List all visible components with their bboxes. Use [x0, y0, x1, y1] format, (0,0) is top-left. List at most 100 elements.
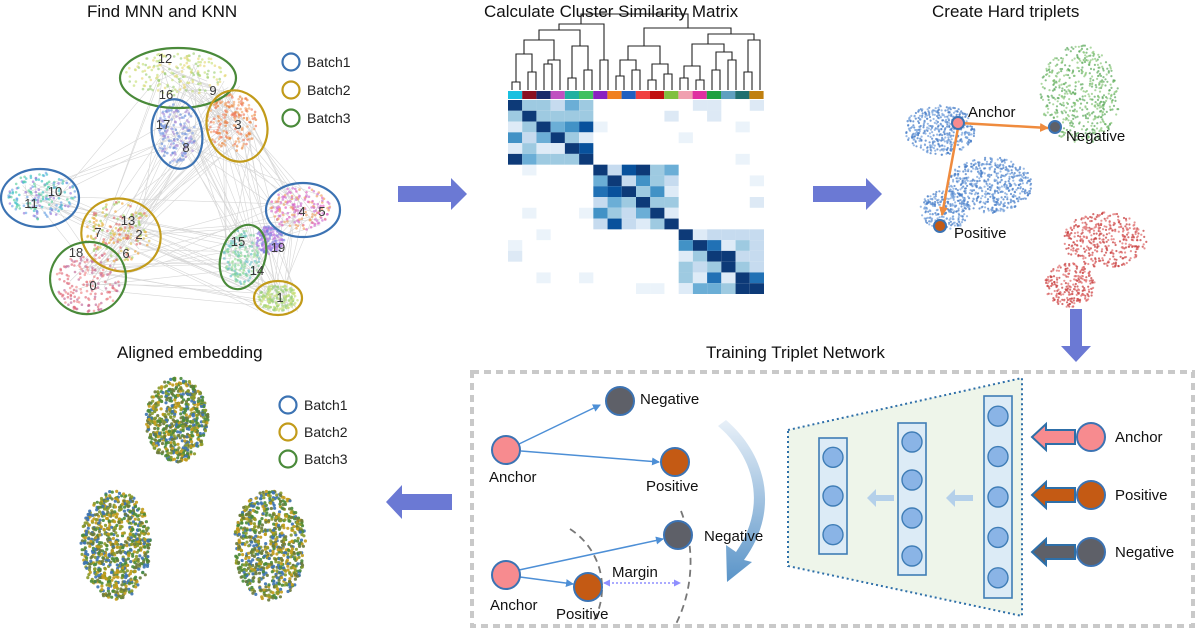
cluster-cell	[234, 280, 238, 283]
cell-point	[928, 216, 931, 219]
cluster-cell	[173, 88, 177, 91]
cell-point	[971, 159, 975, 162]
cell-point	[954, 110, 957, 113]
cluster-cell	[162, 134, 165, 138]
cell-point	[948, 218, 951, 221]
cluster-cell	[322, 204, 325, 208]
cell-point	[1093, 95, 1096, 98]
cluster-cell	[27, 189, 31, 192]
cell-point	[929, 152, 932, 155]
cluster-cell	[302, 227, 306, 230]
cell-point	[953, 204, 956, 207]
cell-point	[957, 179, 960, 182]
cell-point	[1140, 233, 1143, 236]
cell-point	[951, 115, 954, 118]
cell-point	[997, 197, 1000, 200]
aligned-point	[175, 382, 179, 386]
cluster-label: 16	[159, 87, 173, 102]
cluster-cell	[247, 103, 251, 107]
cell-point	[1112, 255, 1115, 258]
cell-point	[980, 173, 983, 176]
cluster-cell	[106, 273, 109, 277]
cluster-cell	[128, 227, 132, 230]
cell-point	[1121, 227, 1125, 230]
cluster-cell	[234, 263, 237, 266]
cell-point	[1067, 88, 1070, 91]
cluster-cell	[109, 271, 112, 274]
cluster-cell	[65, 273, 69, 277]
cell-point	[1067, 272, 1070, 275]
cell-point	[981, 194, 984, 198]
knn-edge	[283, 215, 304, 299]
aligned-point	[163, 413, 167, 417]
cluster-cell	[65, 265, 68, 268]
cell-point	[1133, 227, 1136, 230]
cluster-cell	[253, 110, 257, 114]
cluster-cell	[300, 217, 304, 220]
cluster-cell	[160, 142, 164, 145]
cluster-cell	[240, 233, 243, 236]
cluster-cell	[147, 88, 150, 91]
cluster-cell	[168, 67, 171, 71]
heat-cell	[721, 229, 736, 241]
cell-point	[1117, 230, 1120, 233]
cell-point	[1094, 84, 1097, 87]
cluster-cell	[116, 217, 119, 221]
cell-point	[912, 144, 916, 147]
cluster-cell	[280, 233, 283, 237]
cluster-cell	[175, 147, 178, 150]
cluster-cell	[197, 60, 200, 64]
cell-point	[1055, 294, 1058, 297]
cluster-cell	[252, 242, 255, 245]
cluster-cell	[113, 203, 116, 206]
cell-point	[1061, 286, 1064, 289]
cluster-cell	[93, 268, 97, 272]
cell-point	[1008, 185, 1012, 188]
cell-point	[924, 132, 927, 135]
cluster-cell	[129, 233, 133, 236]
cluster-cell	[262, 246, 266, 249]
cell-point	[960, 133, 963, 136]
aligned-point	[190, 430, 194, 434]
cluster-cell	[210, 61, 214, 65]
aligned-point	[199, 439, 203, 443]
cell-point	[1055, 269, 1058, 272]
cell-point	[952, 221, 955, 224]
cluster-cell	[293, 205, 297, 208]
cluster-cell	[59, 268, 63, 272]
cell-point	[926, 122, 929, 125]
cell-point	[999, 190, 1002, 194]
heat-cell	[707, 283, 722, 294]
cell-point	[1089, 80, 1092, 83]
cluster-cell	[228, 245, 232, 248]
cell-point	[1103, 241, 1106, 244]
color-bar-cell	[607, 91, 622, 99]
cluster-cell	[237, 140, 241, 143]
cell-point	[1071, 228, 1074, 232]
cell-point	[1063, 291, 1066, 294]
cluster-cell	[238, 268, 242, 272]
cell-point	[990, 209, 993, 212]
cluster-cell	[213, 140, 217, 144]
cell-point	[1096, 107, 1099, 110]
heat-cell	[564, 110, 580, 122]
cell-point	[1019, 192, 1022, 195]
cluster-cell	[245, 142, 248, 146]
cluster-cell	[166, 125, 169, 129]
cell-point	[1112, 79, 1115, 82]
cell-point	[914, 128, 917, 132]
cluster-cell	[250, 114, 254, 118]
cluster-cell	[159, 116, 162, 120]
cell-point	[912, 138, 915, 141]
cluster-cell	[85, 258, 89, 262]
cell-point	[1072, 241, 1075, 244]
heat-cell	[536, 272, 551, 284]
heat-cell	[607, 218, 622, 230]
cell-point	[943, 148, 946, 151]
cell-point	[936, 148, 939, 151]
cell-point	[1128, 223, 1131, 226]
aligned-point	[185, 384, 189, 388]
cluster-cell	[104, 205, 108, 209]
cell-point	[1086, 108, 1089, 111]
cell-point	[1008, 177, 1011, 180]
